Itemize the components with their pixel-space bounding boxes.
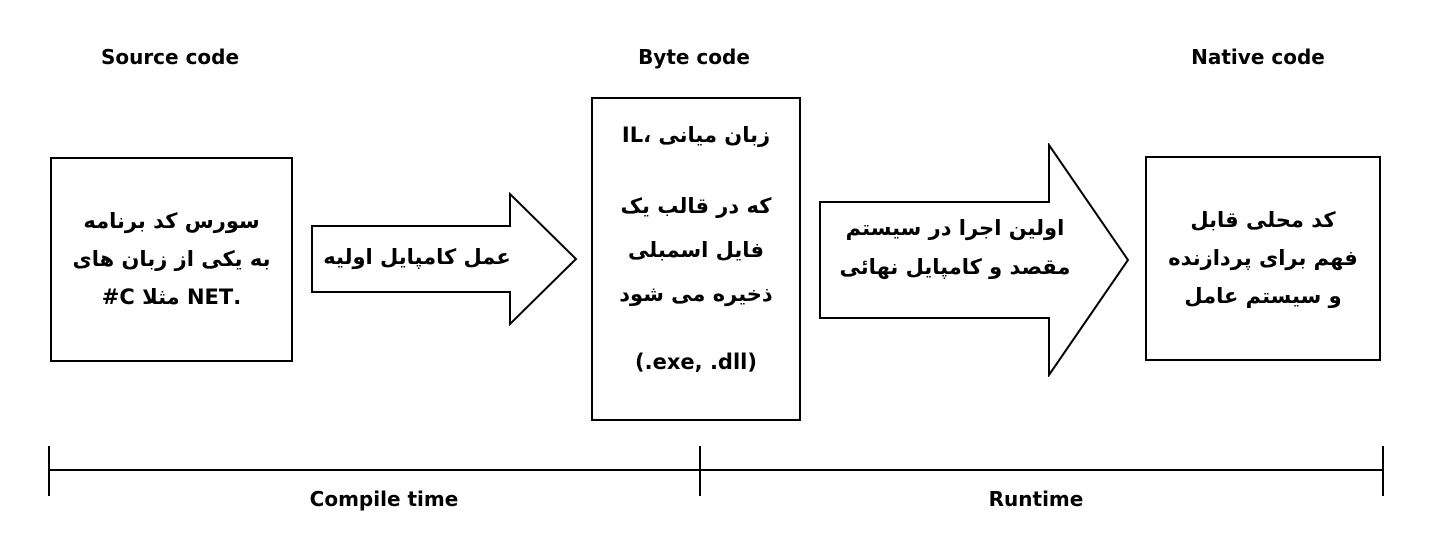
native-line-3: و سیستم عامل — [1184, 284, 1342, 308]
heading-byte-code: Byte code — [638, 45, 750, 69]
byte-line-3: فایل اسمبلی — [628, 238, 764, 262]
source-line-3: .NET مثلا C# — [101, 285, 242, 309]
compile-arrow-label: عمل کامپایل اولیه — [323, 245, 511, 269]
byte-line-5: (.exe, .dll) — [635, 350, 757, 374]
timeline — [48, 446, 1384, 496]
runtime-arrow — [819, 143, 1130, 377]
native-code-text: کد محلی قابل فهم برای پردازنده و سیستم ع… — [1168, 210, 1358, 307]
byte-code-box: IL، زبان میانی که در قالب یک فایل اسمبلی… — [591, 97, 801, 421]
compile-time-label: Compile time — [309, 487, 459, 511]
byte-line-1: IL، زبان میانی — [621, 123, 771, 147]
runtime-label: Runtime — [988, 487, 1084, 511]
heading-source-code: Source code — [100, 45, 240, 69]
source-line-1: سورس کد برنامه — [83, 209, 260, 233]
runtime-arrow-line-1: اولین اجرا در سیستم — [845, 216, 1065, 240]
source-code-box: سورس کد برنامه به یکی از زبان های .NET م… — [50, 157, 293, 362]
compile-arrow-shape — [311, 192, 578, 326]
native-line-1: کد محلی قابل — [1190, 208, 1336, 232]
native-code-box: کد محلی قابل فهم برای پردازنده و سیستم ع… — [1145, 156, 1381, 361]
compile-arrow — [311, 192, 578, 326]
runtime-arrow-line-2: مقصد و کامپایل نهائی — [839, 255, 1071, 279]
native-line-2: فهم برای پردازنده — [1168, 246, 1358, 270]
byte-line-4: ذخیره می شود — [619, 282, 773, 306]
source-code-text: سورس کد برنامه به یکی از زبان های .NET م… — [73, 211, 271, 308]
heading-native-code: Native code — [1191, 45, 1325, 69]
runtime-arrow-shape — [819, 143, 1130, 377]
source-line-2: به یکی از زبان های — [72, 247, 271, 271]
byte-line-2: که در قالب یک — [620, 194, 772, 218]
runtime-arrow-label: اولین اجرا در سیستم مقصد و کامپایل نهائی — [830, 218, 1080, 278]
